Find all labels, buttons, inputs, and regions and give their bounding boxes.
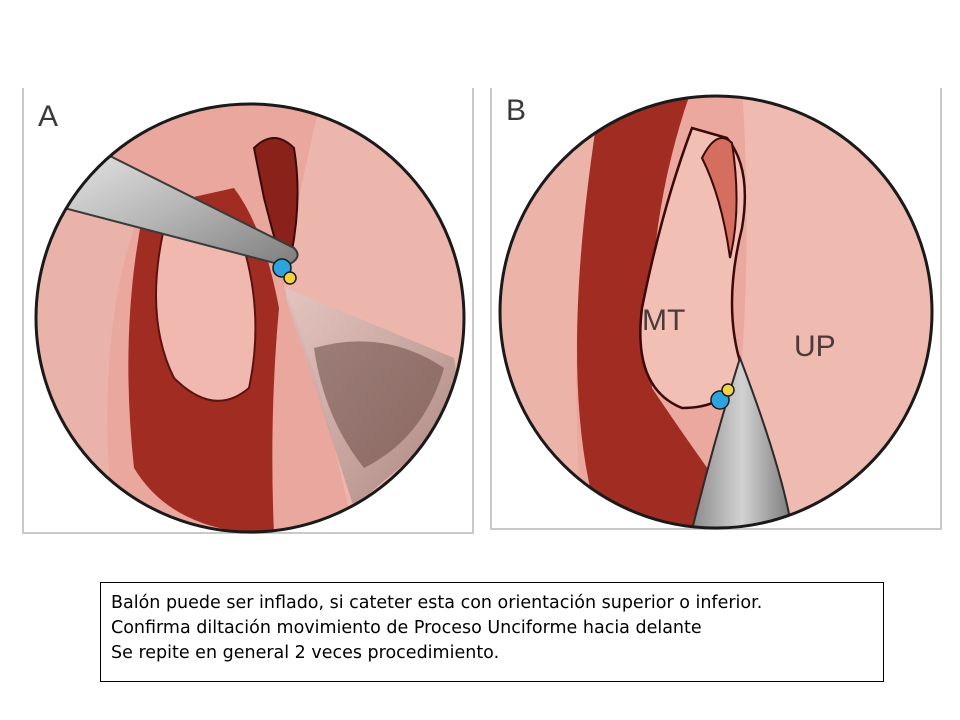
- label-uncinate-process: UP: [794, 330, 836, 363]
- endoscopic-illustration-b: [498, 94, 934, 530]
- panel-letter-b: B: [506, 94, 527, 127]
- endoscopic-illustration-a: [34, 102, 466, 534]
- caption-line-3: Se repite en general 2 veces procedimien…: [111, 643, 500, 663]
- caption-line-2: Confirma diltación movimiento de Proceso…: [111, 618, 702, 638]
- panel-letter-a: A: [38, 100, 59, 133]
- label-middle-turbinate: MT: [642, 304, 686, 337]
- caption-line-1: Balón puede ser inflado, si cateter esta…: [111, 593, 763, 613]
- panel-b: B MT UP: [490, 88, 942, 530]
- panel-a: A: [22, 88, 474, 534]
- caption-box: Balón puede ser inflado, si cateter esta…: [100, 582, 884, 682]
